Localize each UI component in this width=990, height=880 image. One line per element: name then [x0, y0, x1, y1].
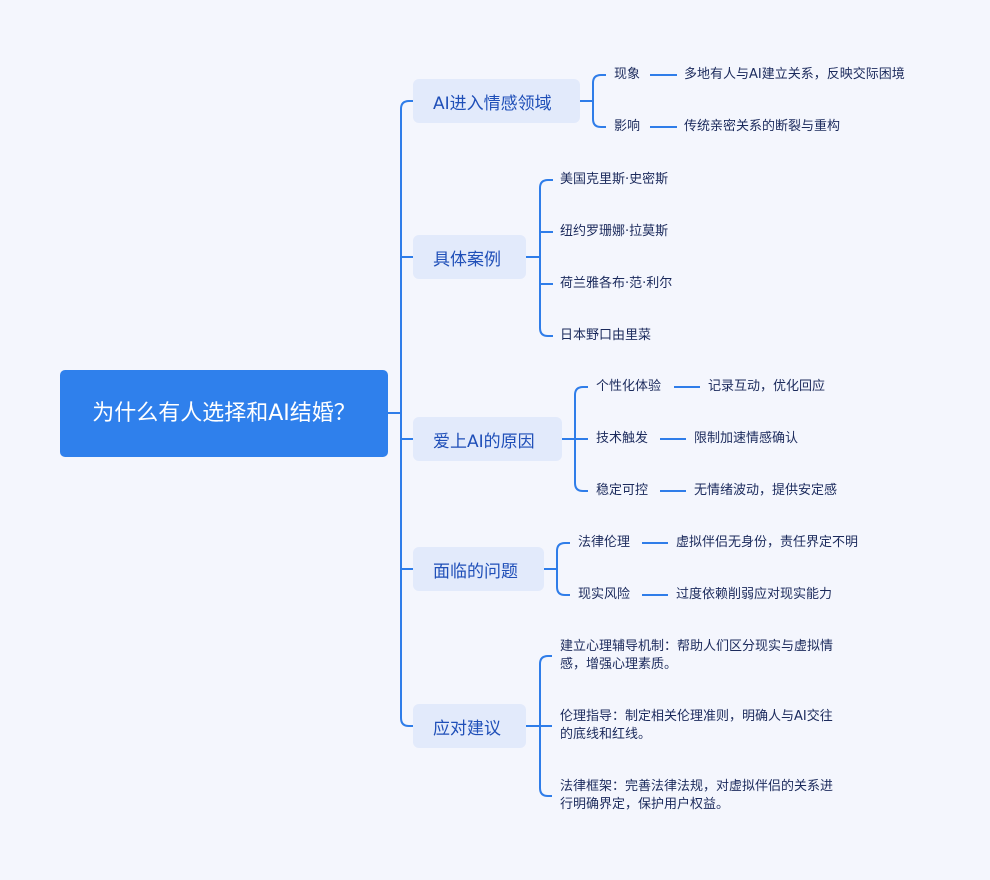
root-node[interactable]: 为什么有人选择和AI结婚？ — [60, 370, 388, 457]
branch-reasons[interactable]: 爱上AI的原因 — [413, 417, 562, 461]
branch-label: 爱上AI的原因 — [433, 431, 535, 452]
leaf-node[interactable]: 影响 — [614, 119, 641, 134]
branch-label: 具体案例 — [433, 249, 501, 270]
leaf-detail[interactable]: 传统亲密关系的断裂与重构 — [684, 119, 841, 134]
leaf-node[interactable]: 美国克里斯·史密斯 — [560, 172, 669, 187]
branch-label: AI进入情感领域 — [433, 93, 552, 114]
branch-problems[interactable]: 面临的问题 — [413, 547, 544, 591]
leaf-node[interactable]: 法律框架：完善法律法规，对虚拟伴侣的关系进行明确界定，保护用户权益。 — [560, 779, 834, 812]
leaf-detail[interactable]: 无情绪波动，提供安定感 — [694, 483, 838, 498]
leaf-node[interactable]: 法律伦理 — [578, 535, 631, 550]
leaf-detail[interactable]: 限制加速情感确认 — [694, 431, 799, 446]
leaf-node[interactable]: 纽约罗珊娜·拉莫斯 — [560, 224, 669, 239]
branch-label: 面临的问题 — [433, 561, 518, 582]
leaf-detail[interactable]: 记录互动，优化回应 — [708, 379, 826, 394]
leaf-node[interactable]: 现实风险 — [578, 587, 631, 602]
branch-ai-emotion[interactable]: AI进入情感领域 — [413, 79, 580, 123]
leaf-detail[interactable]: 多地有人与AI建立关系，反映交际困境 — [684, 67, 905, 82]
leaf-node[interactable]: 日本野口由里菜 — [560, 328, 652, 343]
leaf-node[interactable]: 稳定可控 — [596, 483, 649, 498]
leaf-node[interactable]: 个性化体验 — [596, 379, 662, 394]
leaf-detail[interactable]: 虚拟伴侣无身份，责任界定不明 — [676, 535, 859, 550]
branch-suggestions[interactable]: 应对建议 — [413, 704, 526, 748]
leaf-detail[interactable]: 过度依赖削弱应对现实能力 — [676, 587, 833, 602]
leaf-node[interactable]: 技术触发 — [596, 431, 649, 446]
branch-cases[interactable]: 具体案例 — [413, 235, 526, 279]
branch-label: 应对建议 — [433, 718, 501, 739]
leaf-node[interactable]: 现象 — [614, 67, 641, 82]
leaf-node[interactable]: 荷兰雅各布·范·利尔 — [560, 276, 673, 291]
leaf-node[interactable]: 伦理指导：制定相关伦理准则，明确人与AI交往的底线和红线。 — [560, 709, 833, 742]
leaf-node[interactable]: 建立心理辅导机制：帮助人们区分现实与虚拟情感，增强心理素质。 — [560, 639, 834, 672]
root-label: 为什么有人选择和AI结婚？ — [92, 400, 356, 426]
